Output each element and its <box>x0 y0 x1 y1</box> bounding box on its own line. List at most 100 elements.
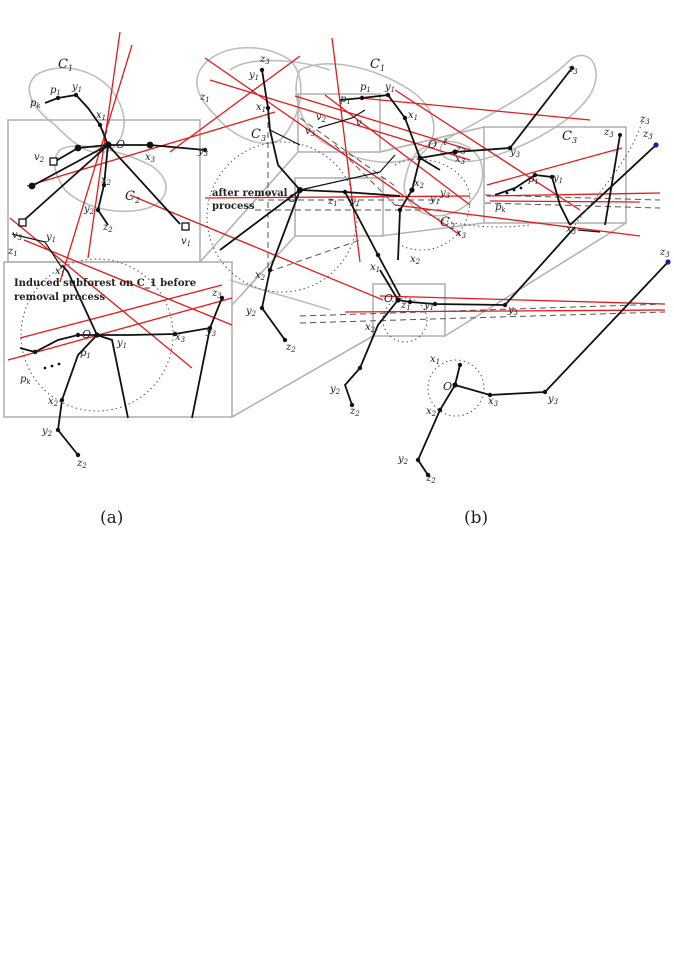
svg-text:x2: x2 <box>365 322 376 334</box>
svg-text:z2: z2 <box>349 406 360 418</box>
svg-text:z2: z2 <box>102 222 113 234</box>
svg-text:ℓ: ℓ <box>443 137 447 148</box>
svg-text:x2: x2 <box>255 270 266 282</box>
inset-frames <box>3 93 627 418</box>
svg-text:z1: z1 <box>199 92 210 104</box>
svg-text:x2: x2 <box>426 406 437 418</box>
svg-text:v3: v3 <box>305 126 316 138</box>
svg-text:z3: z3 <box>659 247 670 259</box>
svg-text:y2: y2 <box>41 426 53 438</box>
svg-text:x3: x3 <box>145 152 156 164</box>
tree-a-middle <box>219 67 401 343</box>
svg-text:z1: z1 <box>400 300 411 312</box>
svg-text:z2: z2 <box>76 458 87 470</box>
svg-text:z3: z3 <box>642 129 653 141</box>
mid-note-line2: process <box>212 201 255 212</box>
inset-note-line2: removal process <box>14 292 105 303</box>
svg-text:x3: x3 <box>488 396 499 408</box>
svg-text:O: O <box>82 328 91 341</box>
frame-b-top <box>297 93 381 153</box>
svg-text:v2: v2 <box>34 152 45 164</box>
mid-note-line1: after removal <box>212 188 288 199</box>
svg-text:O: O <box>116 138 125 151</box>
svg-text:v: v <box>102 128 108 139</box>
svg-text:y1: y1 <box>71 82 82 94</box>
svg-text:x1: x1 <box>55 266 65 278</box>
svg-text:y3: y3 <box>205 326 217 338</box>
svg-text:p1: p1 <box>528 174 539 186</box>
svg-text:x1: x1 <box>430 354 440 366</box>
svg-text:p1: p1 <box>360 82 371 94</box>
frame-b-right <box>483 126 627 224</box>
svg-text:pk: pk <box>20 374 31 386</box>
svg-text:z3: z3 <box>639 114 650 126</box>
svg-text:x2: x2 <box>48 396 59 408</box>
svg-text:x3: x3 <box>455 154 466 166</box>
svg-text:z1: z1 <box>7 246 18 258</box>
svg-text:x2: x2 <box>414 178 425 190</box>
svg-text:z3: z3 <box>567 64 578 76</box>
svg-text:z1: z1 <box>327 196 338 208</box>
svg-text:y2: y2 <box>397 454 409 466</box>
caption-b: (b) <box>464 508 488 528</box>
svg-text:z3: z3 <box>211 288 222 300</box>
svg-text:y1: y1 <box>384 82 395 94</box>
svg-text:pk: pk <box>495 202 506 214</box>
frame-a-mid <box>294 177 384 237</box>
tree-b-top <box>317 65 575 261</box>
svg-text:y1: y1 <box>423 300 434 312</box>
svg-text:y3: y3 <box>509 147 521 159</box>
cut-lines <box>7 31 666 369</box>
svg-text:O: O <box>428 138 437 151</box>
svg-text:x3: x3 <box>566 224 577 236</box>
svg-text:x1: x1 <box>408 110 418 122</box>
svg-text:C2: C2 <box>125 189 140 205</box>
svg-text:x3: x3 <box>175 332 186 344</box>
svg-text:p1: p1 <box>340 94 351 106</box>
svg-text:y1: y1 <box>116 338 127 350</box>
svg-text:x1: x1 <box>370 262 380 274</box>
svg-text:z3: z3 <box>455 144 466 156</box>
svg-text:y2: y2 <box>83 204 95 216</box>
svg-text:p1: p1 <box>80 348 91 360</box>
svg-text:z2: z2 <box>425 473 436 485</box>
svg-text:y1: y1 <box>45 232 56 244</box>
svg-text:y2: y2 <box>245 306 257 318</box>
svg-text:z3: z3 <box>259 54 270 66</box>
svg-text:x1: x1 <box>96 110 106 122</box>
svg-text:y3: y3 <box>547 394 559 406</box>
svg-text:z3: z3 <box>603 127 614 139</box>
svg-text:v1: v1 <box>181 236 191 248</box>
svg-text:C1: C1 <box>58 57 73 73</box>
svg-text:y2: y2 <box>329 384 341 396</box>
tree-b-right <box>494 121 659 233</box>
svg-text:x2: x2 <box>410 254 421 266</box>
svg-text:C1: C1 <box>370 57 385 73</box>
svg-text:v3: v3 <box>12 230 23 242</box>
svg-text:O: O <box>288 192 297 205</box>
svg-text:x3: x3 <box>456 228 467 240</box>
tree-b-lower <box>343 226 671 478</box>
caption-a: (a) <box>100 508 123 528</box>
cluster-outlines <box>28 46 597 311</box>
svg-text:C3: C3 <box>562 129 577 145</box>
svg-text:y1: y1 <box>248 70 259 82</box>
svg-text:x1: x1 <box>256 102 266 114</box>
svg-text:C3: C3 <box>251 127 266 143</box>
inset-note-line1: Induced subforest on C_1 before <box>14 278 196 289</box>
svg-text:x2: x2 <box>101 175 112 187</box>
svg-text:C2: C2 <box>440 215 455 231</box>
svg-text:v2: v2 <box>316 112 327 124</box>
svg-text:y1: y1 <box>429 194 440 206</box>
svg-text:y3: y3 <box>507 305 519 317</box>
svg-text:p1: p1 <box>50 85 61 97</box>
svg-text:O: O <box>384 292 393 305</box>
frame-b-bottom <box>372 283 446 337</box>
svg-text:y1: y1 <box>552 173 563 185</box>
svg-text:v: v <box>356 118 362 129</box>
svg-text:pk: pk <box>30 98 41 110</box>
svg-text:y3: y3 <box>197 146 209 158</box>
svg-text:y1: y1 <box>349 196 360 208</box>
svg-text:O: O <box>443 380 452 393</box>
